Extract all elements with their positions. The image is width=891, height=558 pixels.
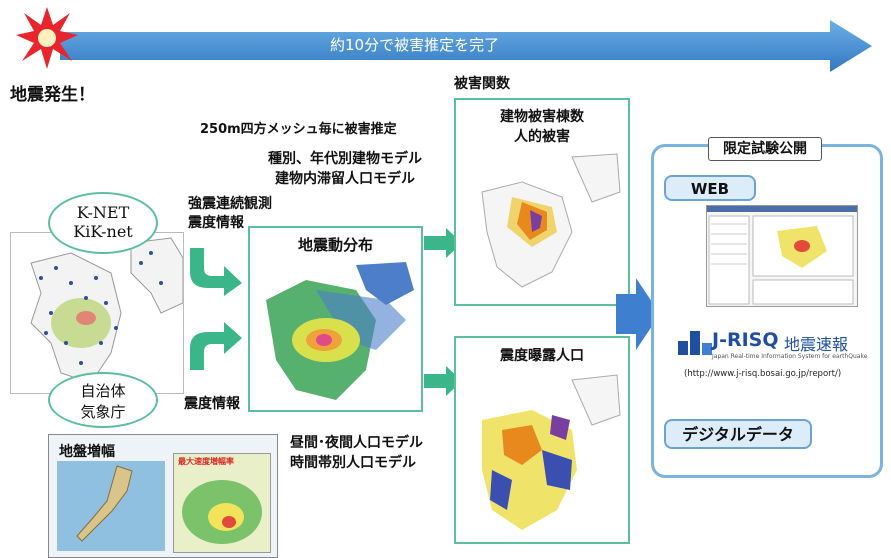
building-damage-panel: 建物被害棟数 人的被害 bbox=[454, 98, 630, 306]
timeline-label: 約10分で被害推定を完了 bbox=[330, 36, 500, 54]
mesh-note: 250m四方メッシュ毎に被害推定 bbox=[200, 122, 397, 137]
exposure-map bbox=[462, 370, 622, 538]
exposure-title: 震度曝露人口 bbox=[500, 348, 584, 364]
building-model-label: 種別、年代別建物モデル bbox=[268, 151, 422, 167]
release-title: 限定試験公開 bbox=[708, 137, 822, 161]
event-label: 地震発生！ bbox=[10, 85, 95, 105]
arrow-to-exposure bbox=[424, 366, 462, 396]
network-ellipse: K-NET KiK-net bbox=[48, 192, 158, 254]
amplification-caption: 最大速度増幅率 bbox=[178, 457, 234, 466]
strong-motion-label-1: 強震連続観測 bbox=[188, 196, 272, 212]
curved-arrow-bottom bbox=[190, 322, 242, 370]
human-damage-title: 人的被害 bbox=[514, 129, 570, 145]
ground-motion-title: 地震動分布 bbox=[297, 236, 373, 254]
strong-motion-label-2: 震度情報 bbox=[188, 215, 244, 231]
observation-network-map bbox=[10, 232, 184, 394]
ground-amplification-title: 地盤増幅 bbox=[59, 444, 115, 460]
jrisq-logo-text: J-RISQ bbox=[712, 329, 779, 351]
network-label-knet: K-NET bbox=[76, 203, 130, 222]
arrow-to-building-damage bbox=[424, 228, 462, 258]
gov-label-jma: 気象庁 bbox=[80, 403, 126, 421]
ground-amplification-panel: 地盤増幅 最大速度増幅率 bbox=[48, 434, 278, 558]
government-ellipse: 自治体 気象庁 bbox=[48, 372, 158, 428]
building-damage-map bbox=[462, 152, 622, 300]
population-model-label-2: 時間帯別人口モデル bbox=[290, 455, 416, 471]
digital-data-label[interactable]: デジタルデータ bbox=[664, 419, 812, 449]
intensity-info-label: 震度情報 bbox=[184, 396, 240, 412]
network-label-kiknet: KiK-net bbox=[73, 222, 133, 241]
jrisq-logo-subtitle: 地震速報 bbox=[784, 335, 849, 354]
web-screenshot-thumbnail bbox=[706, 205, 858, 307]
ground-motion-panel: 地震動分布 bbox=[248, 226, 423, 412]
population-model-label-1: 昼間･夜間人口モデル bbox=[290, 435, 423, 451]
release-url[interactable]: (http://www.j-risq.bosai.go.jp/report/) bbox=[684, 369, 842, 379]
web-label[interactable]: WEB bbox=[664, 175, 756, 201]
curved-arrow-top bbox=[190, 248, 242, 296]
amplification-map-thumbnail: 最大速度増幅率 bbox=[173, 453, 271, 553]
jrisq-logo-icon bbox=[678, 331, 712, 355]
ground-motion-map bbox=[256, 260, 415, 406]
japan-map-thumbnail bbox=[57, 461, 165, 551]
exposure-panel: 震度曝露人口 bbox=[454, 336, 630, 544]
arrow-to-release bbox=[616, 278, 660, 350]
explosion-icon bbox=[16, 7, 78, 69]
building-damage-title: 建物被害棟数 bbox=[500, 109, 584, 125]
timeline-arrow bbox=[60, 20, 872, 72]
jrisq-logo-english: Japan Real-time Information System for e… bbox=[712, 353, 868, 360]
damage-function-label: 被害関数 bbox=[454, 76, 510, 92]
occupancy-model-label: 建物内滞留人口モデル bbox=[275, 171, 415, 187]
gov-label-municipality: 自治体 bbox=[80, 382, 126, 400]
release-panel: 限定試験公開 WEB J-RISQ 地震速報 Japan Real-time I… bbox=[651, 137, 883, 478]
